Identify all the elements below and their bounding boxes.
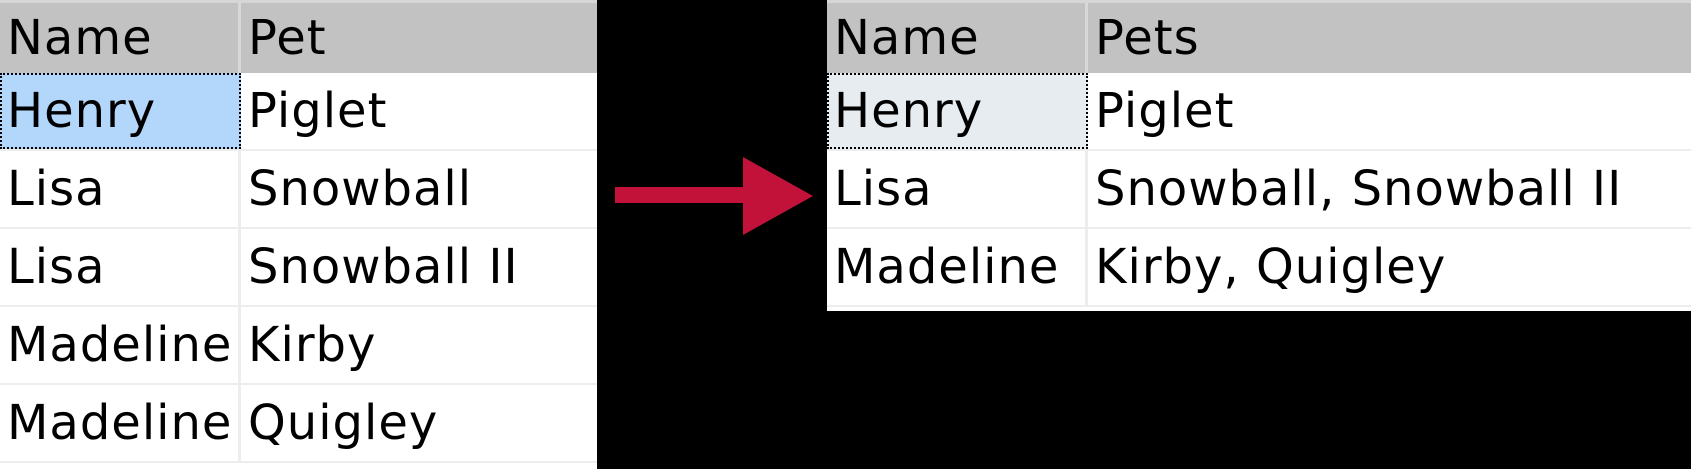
- result-header-row: Name Pets: [827, 0, 1691, 73]
- result-cell-name-selected[interactable]: Henry: [827, 73, 1088, 149]
- result-cell-name[interactable]: Madeline: [827, 229, 1088, 305]
- source-header-name[interactable]: Name: [0, 3, 241, 73]
- table-row: Madeline Quigley: [0, 385, 597, 463]
- source-cell-name[interactable]: Madeline: [0, 307, 241, 383]
- source-cell-pet[interactable]: Snowball II: [248, 239, 519, 295]
- result-cell-pets[interactable]: Piglet: [1095, 83, 1235, 139]
- result-cell-pets[interactable]: Snowball, Snowball II: [1095, 161, 1623, 217]
- table-row: Lisa Snowball II: [0, 229, 597, 307]
- result-header-pets[interactable]: Pets: [1095, 10, 1200, 66]
- table-row: Madeline Kirby: [0, 307, 597, 385]
- source-cell-pet[interactable]: Piglet: [248, 83, 388, 139]
- source-cell-name-selected[interactable]: Henry: [0, 73, 241, 149]
- transform-arrow: [600, 130, 830, 250]
- result-table: Name Pets Henry Piglet Lisa Snowball, Sn…: [827, 0, 1691, 311]
- result-cell-name[interactable]: Lisa: [827, 151, 1088, 227]
- arrow-right-icon: [615, 157, 813, 235]
- source-cell-name[interactable]: Lisa: [0, 229, 241, 305]
- source-header-pet[interactable]: Pet: [248, 10, 327, 66]
- table-row: Madeline Kirby, Quigley: [827, 229, 1691, 307]
- table-row: Henry Piglet: [0, 73, 597, 151]
- source-table: Name Pet Henry Piglet Lisa Snowball Lisa…: [0, 0, 597, 469]
- source-cell-pet[interactable]: Snowball: [248, 161, 473, 217]
- result-header-name[interactable]: Name: [827, 3, 1088, 73]
- source-cell-pet[interactable]: Quigley: [248, 395, 439, 451]
- table-row: Lisa Snowball, Snowball II: [827, 151, 1691, 229]
- table-row: Henry Piglet: [827, 73, 1691, 151]
- table-row: Lisa Snowball: [0, 151, 597, 229]
- source-cell-pet[interactable]: Kirby: [248, 317, 377, 373]
- result-cell-pets[interactable]: Kirby, Quigley: [1095, 239, 1447, 295]
- source-cell-name[interactable]: Lisa: [0, 151, 241, 227]
- source-cell-name[interactable]: Madeline: [0, 385, 241, 461]
- source-header-row: Name Pet: [0, 0, 597, 73]
